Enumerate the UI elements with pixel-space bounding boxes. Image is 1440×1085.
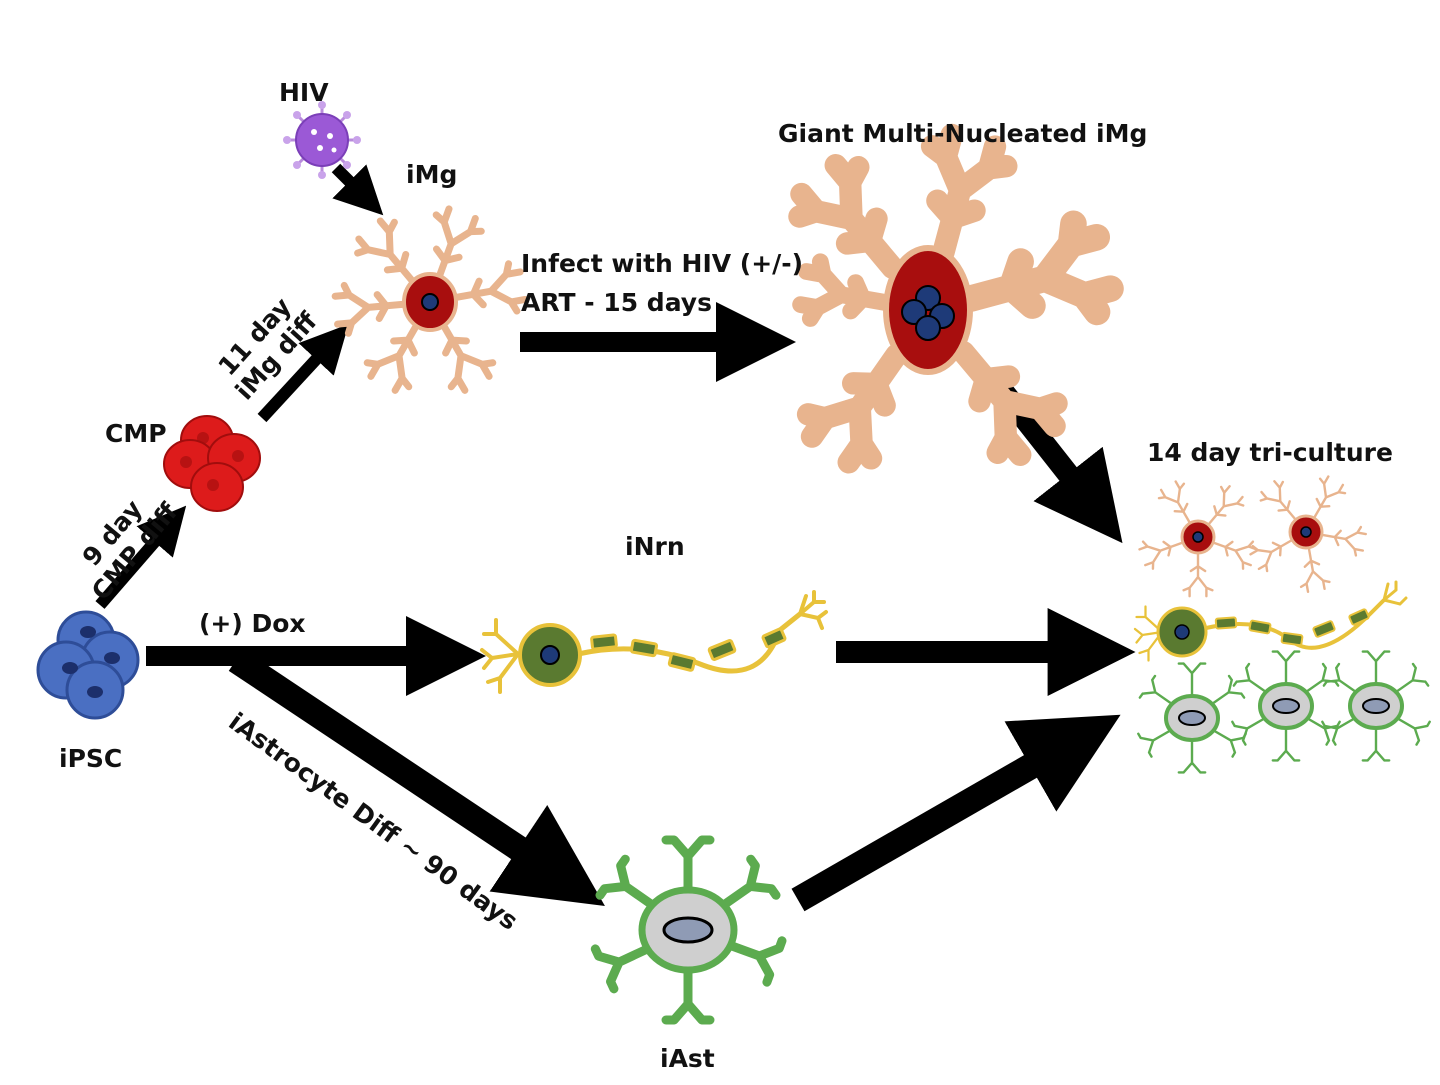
hiv-label: HIV [279, 78, 329, 107]
inrn-label: iNrn [625, 532, 685, 561]
arrow-ipsc-to-cmp [95, 505, 187, 609]
astrocyte-cell-icon [595, 840, 782, 1020]
triculture-microglia-icon [1246, 472, 1369, 595]
triculture-astrocyte-icon [1137, 662, 1247, 774]
arrow-cmp-to-img [257, 324, 349, 423]
arrow-ipsc-to-iast [228, 649, 605, 906]
neuron-cell-icon [480, 590, 828, 694]
img-label: iMg [406, 160, 458, 189]
triculture-group [1133, 472, 1431, 774]
arrow-iast-to-triculture [791, 714, 1121, 912]
ipsc-label: iPSC [59, 744, 123, 773]
infect-label-line2: ART - 15 days [521, 288, 712, 317]
tri-culture-label: 14 day tri-culture [1147, 438, 1393, 467]
giant-microglia-icon [789, 131, 1115, 472]
arrow-hiv-to-img [331, 163, 384, 216]
microglia-cell-icon [334, 205, 526, 395]
triculture-astrocyte-icon [1231, 650, 1341, 762]
giant-img-label: Giant Multi-Nucleated iMg [778, 119, 1148, 148]
ipsc-cells-icon [36, 610, 140, 720]
triculture-astrocyte-icon [1321, 650, 1431, 762]
cmp-cells-icon [163, 415, 261, 512]
triculture-microglia-icon [1136, 477, 1260, 598]
hiv-virus-icon [283, 101, 361, 179]
triculture-neuron-icon [1133, 580, 1408, 662]
infect-label-line1: Infect with HIV (+/-) [521, 249, 804, 278]
dox-label: (+) Dox [199, 609, 306, 638]
iast-label: iAst [660, 1044, 715, 1073]
cmp-label: CMP [105, 419, 167, 448]
